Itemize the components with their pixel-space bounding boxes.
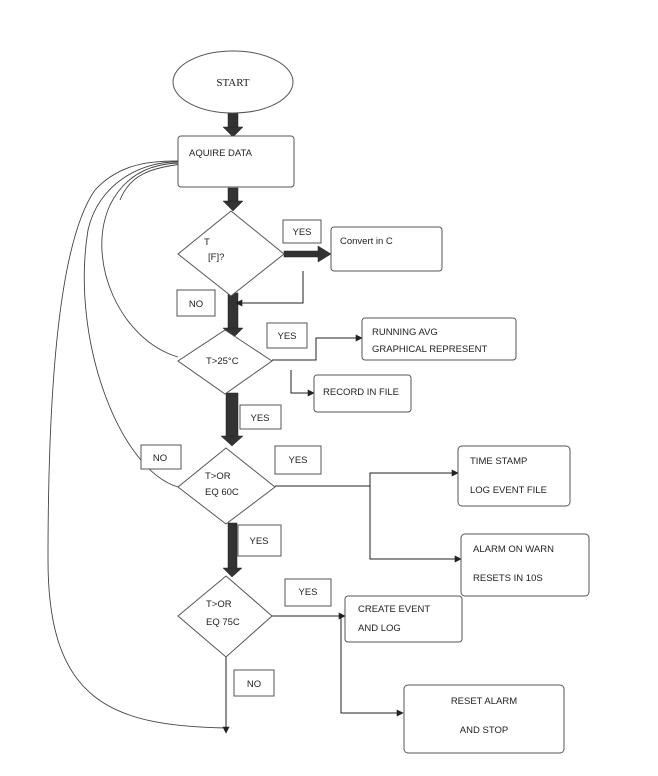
connector-75-reset [340, 616, 404, 717]
yes-label-60-down: YES [249, 536, 268, 547]
decision-unit-line1: T [204, 237, 210, 248]
create-event-line1: CREATE EVENT [358, 604, 430, 615]
connector-25-running-avg [272, 334, 363, 361]
connector-60-timestamp [275, 469, 459, 487]
yes-box-25-down [239, 404, 282, 430]
decision-60c-line1: T>OR [205, 471, 231, 482]
create-event-line2: AND LOG [358, 623, 401, 634]
thick-arrow-acquire-unit [222, 187, 244, 212]
reset-alarm-line1: RESET ALARM [451, 696, 517, 707]
reset-alarm-line2: AND STOP [460, 725, 508, 736]
yes-label-25: YES [277, 331, 296, 342]
yes-label-25-down: YES [250, 413, 269, 424]
decision-75c [177, 575, 273, 658]
no-box-75 [233, 669, 275, 697]
running-avg-line2: GRAPHICAL REPRESENT [372, 344, 487, 355]
no-box-unit [176, 289, 216, 317]
yes-label-unit: YES [292, 227, 311, 238]
alarm-line1: ALARM ON WARN [473, 544, 554, 555]
start-node [172, 50, 294, 114]
record-box [313, 374, 412, 413]
start-label: START [216, 77, 250, 89]
decision-60c-line2: EQ 60C [205, 487, 239, 498]
running-avg-line1: RUNNING AVG [372, 327, 438, 338]
thick-arrow-25-60 [220, 392, 244, 447]
no-box-60 [140, 444, 182, 470]
connector-60-alarm [369, 486, 462, 563]
thick-arrow-60-75 [222, 522, 243, 578]
alarm-box [460, 533, 590, 597]
yes-box-25 [266, 322, 308, 349]
no-label-60: NO [153, 453, 167, 464]
acquire-data-label: AQUIRE DATA [189, 148, 253, 159]
thick-arrow-start-acquire [222, 112, 244, 138]
decision-75c-line1: T>OR [206, 599, 232, 610]
no-label-unit: NO [189, 299, 203, 310]
convert-box [330, 226, 443, 272]
record-label: RECORD IN FILE [323, 387, 399, 398]
loop-curve-from-bottom [47, 160, 227, 729]
yes-box-60 [274, 445, 322, 475]
thick-arrow-unit-convert [283, 245, 332, 263]
convert-label: Convert in C [340, 236, 393, 247]
connector-25-record [290, 370, 315, 397]
loop-curve-from-60 [83, 161, 183, 488]
alarm-line2: RESETS IN 10S [473, 573, 543, 584]
create-event-box [344, 595, 463, 643]
reset-alarm-box [403, 684, 565, 754]
yes-box-unit [282, 219, 322, 244]
yes-label-75: YES [298, 587, 317, 598]
decision-60c [177, 447, 276, 525]
loop-curve-inner [119, 163, 183, 201]
no-label-75: NO [247, 679, 261, 690]
loop-curve-from-25 [101, 162, 183, 358]
timestamp-line2: LOG EVENT FILE [470, 485, 547, 496]
decision-25c [177, 329, 273, 395]
decision-unit [177, 210, 285, 297]
decision-75c-line2: EQ 75C [206, 617, 240, 628]
timestamp-line1: TIME STAMP [470, 456, 527, 467]
yes-label-60: YES [288, 455, 307, 466]
running-avg-box [361, 317, 517, 361]
timestamp-box [457, 445, 571, 507]
acquire-data-box [177, 135, 295, 188]
yes-box-75 [284, 578, 332, 607]
connector-convert-back [235, 271, 304, 307]
decision-unit-line2: [F]? [208, 252, 224, 263]
yes-box-60-down [237, 524, 282, 557]
decision-25c-label: T>25°C [206, 356, 239, 367]
